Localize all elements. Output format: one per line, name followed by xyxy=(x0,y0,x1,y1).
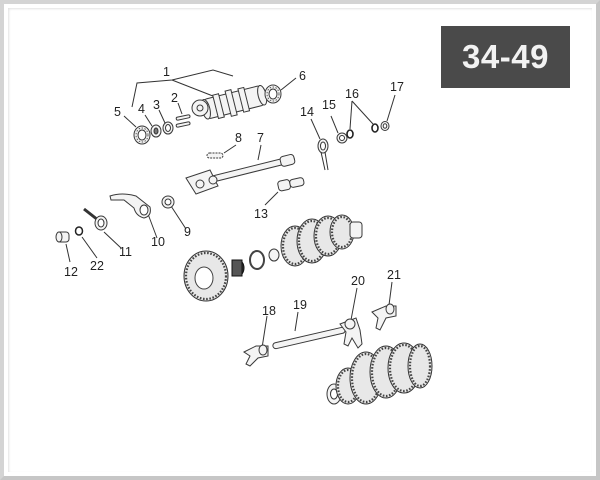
callout-15[interactable]: 15 xyxy=(322,98,336,112)
callout-14[interactable]: 14 xyxy=(300,105,314,119)
part-17-seal-ring[interactable] xyxy=(380,94,396,131)
part-6-bearing[interactable] xyxy=(264,77,297,104)
part-1-selector-drum[interactable] xyxy=(131,69,269,123)
part-18-shift-fork[interactable] xyxy=(243,315,269,367)
callout-1[interactable]: 1 xyxy=(163,65,170,79)
part-10-lever[interactable] xyxy=(109,193,158,239)
callout-18[interactable]: 18 xyxy=(262,304,276,318)
part-3-washer[interactable] xyxy=(158,109,174,135)
part-12-bushing[interactable] xyxy=(55,231,71,263)
part-7-shift-shaft[interactable] xyxy=(185,144,296,195)
callout-21[interactable]: 21 xyxy=(387,268,401,282)
callout-12[interactable]: 12 xyxy=(64,265,78,279)
callout-22[interactable]: 22 xyxy=(90,259,104,273)
part-13-pin[interactable] xyxy=(264,176,305,206)
part-19-fork-shaft[interactable] xyxy=(272,311,346,350)
part-11-spring[interactable] xyxy=(83,207,122,249)
callout-6[interactable]: 6 xyxy=(299,69,306,83)
callout-13[interactable]: 13 xyxy=(254,207,268,221)
callout-19[interactable]: 19 xyxy=(293,298,307,312)
callout-2[interactable]: 2 xyxy=(171,91,178,105)
callout-10[interactable]: 10 xyxy=(151,235,165,249)
lower-gear-cluster[interactable] xyxy=(326,342,433,405)
callout-7[interactable]: 7 xyxy=(257,131,264,145)
part-8-spring[interactable] xyxy=(206,144,237,159)
callout-8[interactable]: 8 xyxy=(235,131,242,145)
callout-5[interactable]: 5 xyxy=(114,105,121,119)
part-4-washer[interactable] xyxy=(144,114,162,138)
page-code-badge: 34-49 xyxy=(441,26,570,88)
callout-20[interactable]: 20 xyxy=(351,274,365,288)
callout-17[interactable]: 17 xyxy=(390,80,404,94)
part-22-circlip[interactable] xyxy=(74,226,98,259)
part-9-bushing[interactable] xyxy=(161,195,187,230)
part-15-bushing[interactable] xyxy=(330,115,348,144)
part-5-bearing[interactable] xyxy=(123,115,151,145)
upper-gear-cluster[interactable] xyxy=(183,214,363,302)
callout-4[interactable]: 4 xyxy=(138,102,145,116)
part-16-circlips[interactable] xyxy=(346,100,379,139)
part-20-shift-fork[interactable] xyxy=(339,287,363,349)
callout-9[interactable]: 9 xyxy=(184,225,191,239)
part-21-shift-fork[interactable] xyxy=(371,281,397,331)
part-14-return-spring[interactable] xyxy=(310,118,329,171)
page-code-text: 34-49 xyxy=(462,38,549,75)
callout-16[interactable]: 16 xyxy=(345,87,359,101)
callout-3[interactable]: 3 xyxy=(153,98,160,112)
callout-labels: 1 2 3 4 5 6 7 8 9 10 11 12 13 14 15 16 1… xyxy=(64,65,404,318)
callout-11[interactable]: 11 xyxy=(119,245,132,259)
part-2-pins[interactable] xyxy=(175,102,191,128)
